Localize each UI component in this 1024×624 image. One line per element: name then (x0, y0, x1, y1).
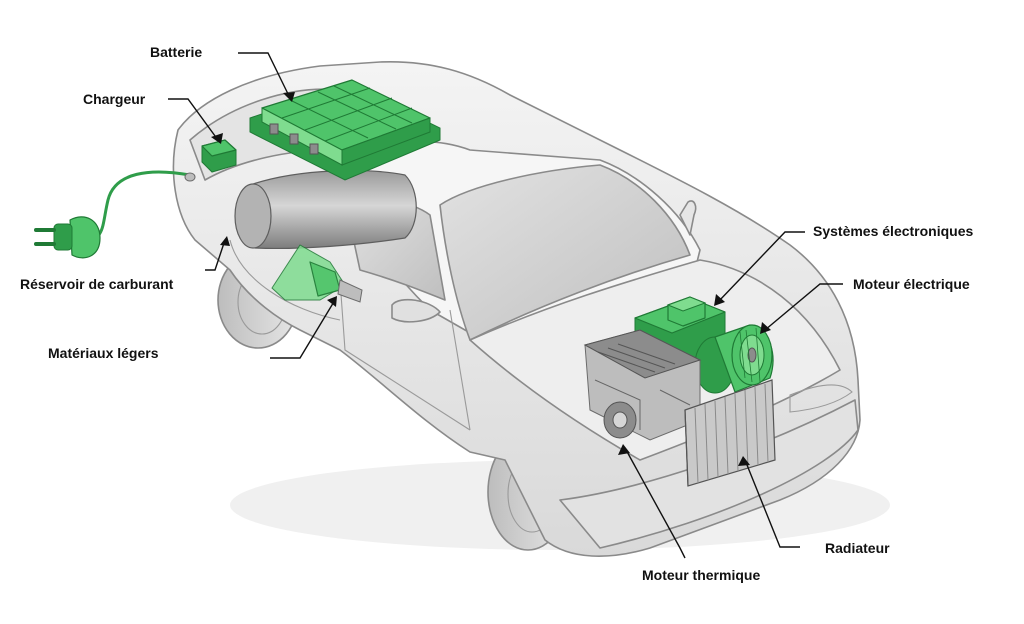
label-moteur-electrique: Moteur électrique (853, 276, 970, 292)
label-chargeur: Chargeur (83, 91, 146, 107)
charging-plug (34, 170, 196, 259)
combustion-engine (583, 329, 702, 441)
label-moteur-thermique: Moteur thermique (642, 567, 761, 583)
radiator (684, 379, 776, 487)
label-systemes-electroniques: Systèmes électroniques (813, 223, 974, 239)
label-materiaux-legers: Matériaux légers (48, 345, 159, 361)
leader-lines (168, 52, 843, 559)
label-batterie: Batterie (150, 44, 203, 60)
fuel-tank (234, 169, 417, 250)
lightweight-material-part (271, 244, 363, 303)
battery-pack (249, 79, 441, 181)
label-reservoir-carburant: Réservoir de carburant (20, 276, 174, 292)
electric-motor (694, 324, 774, 394)
arrowheads (211, 92, 771, 466)
label-radiateur: Radiateur (825, 540, 890, 556)
charger-unit (201, 139, 237, 173)
